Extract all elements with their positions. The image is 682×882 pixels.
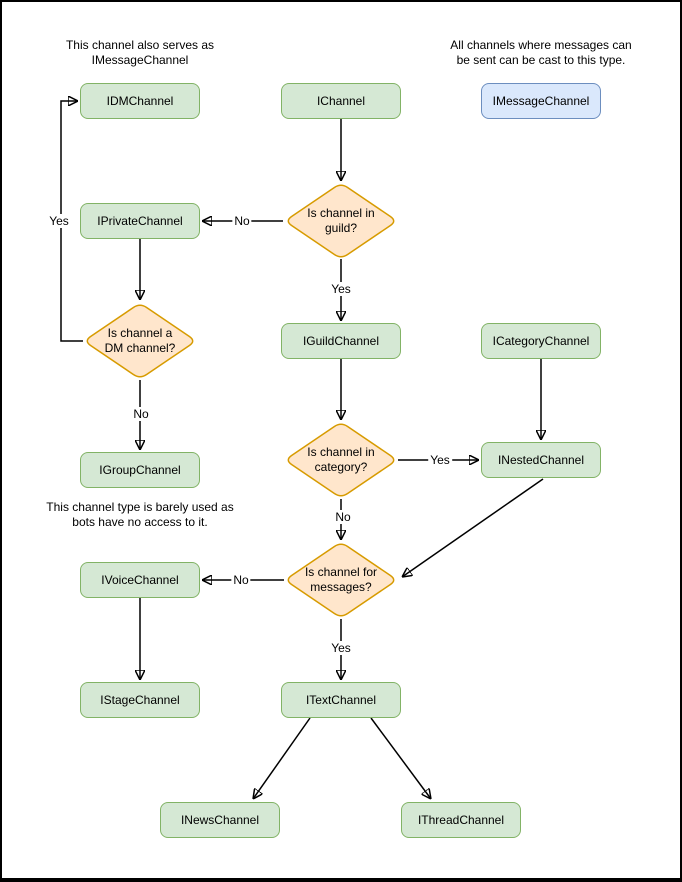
node-icategorychannel: ICategoryChannel — [481, 323, 601, 359]
decision-in-category-label: Is channel in category? — [307, 445, 375, 474]
edge-label-messages-yes: Yes — [329, 641, 353, 655]
note-group-usage: This channel type is barely used as bots… — [46, 500, 234, 529]
edge-label-messages-no: No — [231, 573, 251, 587]
edge-label-guild-yes: Yes — [329, 282, 353, 296]
node-inestedchannel: INestedChannel — [481, 442, 601, 478]
edge-label-category-yes: Yes — [428, 453, 452, 467]
decision-is-dm: Is channel a DM channel? — [83, 302, 197, 380]
diamond-shape — [287, 184, 395, 258]
diamond-shape — [287, 543, 395, 617]
node-icategorychannel-label: ICategoryChannel — [492, 334, 590, 348]
node-igroupchannel-label: IGroupChannel — [99, 463, 181, 477]
edge-label-dm-no: No — [131, 407, 151, 421]
note-message-cast: All channels where messages can be sent … — [450, 38, 632, 67]
node-inewschannel-label: INewsChannel — [180, 813, 260, 827]
node-inewschannel: INewsChannel — [160, 802, 280, 838]
node-imessagechannel-label: IMessageChannel — [492, 94, 590, 108]
decision-in-category: Is channel in category? — [284, 421, 398, 499]
decision-for-messages-label: Is channel for messages? — [304, 565, 378, 594]
node-istagechannel: IStageChannel — [80, 682, 200, 718]
node-istagechannel-label: IStageChannel — [100, 693, 180, 707]
node-ivoicechannel-label: IVoiceChannel — [101, 573, 179, 587]
decision-in-guild-label: Is channel in guild? — [307, 206, 375, 235]
node-ichannel-label: IChannel — [316, 94, 366, 108]
edge-itext-ithread — [370, 717, 431, 799]
node-ithreadchannel: IThreadChannel — [401, 802, 521, 838]
node-iprivatechannel: IPrivateChannel — [80, 203, 200, 239]
diamond-shape — [86, 304, 194, 378]
node-iguildchannel: IGuildChannel — [281, 323, 401, 359]
node-itextchannel: ITextChannel — [281, 682, 401, 718]
node-itextchannel-label: ITextChannel — [305, 693, 377, 707]
node-idmchannel-label: IDMChannel — [106, 94, 174, 108]
decision-in-guild: Is channel in guild? — [284, 182, 398, 260]
note-dm-serves: This channel also serves as IMessageChan… — [65, 38, 215, 67]
node-iguildchannel-label: IGuildChannel — [302, 334, 380, 348]
node-ithreadchannel-label: IThreadChannel — [417, 813, 505, 827]
edge-itext-inews — [253, 717, 311, 799]
node-imessagechannel: IMessageChannel — [481, 83, 601, 119]
diamond-shape — [287, 423, 395, 497]
edge-label-category-no: No — [333, 510, 353, 524]
edge-label-dm-yes: Yes — [47, 214, 71, 228]
node-igroupchannel: IGroupChannel — [80, 452, 200, 488]
node-idmchannel: IDMChannel — [80, 83, 200, 119]
node-iprivatechannel-label: IPrivateChannel — [97, 214, 183, 228]
edge-label-guild-no: No — [232, 214, 252, 228]
edge-inested-formessages — [402, 478, 544, 577]
node-ivoicechannel: IVoiceChannel — [80, 562, 200, 598]
decision-for-messages: Is channel for messages? — [284, 541, 398, 619]
node-ichannel: IChannel — [281, 83, 401, 119]
node-inestedchannel-label: INestedChannel — [497, 453, 585, 467]
decision-is-dm-label: Is channel a DM channel? — [104, 326, 176, 355]
